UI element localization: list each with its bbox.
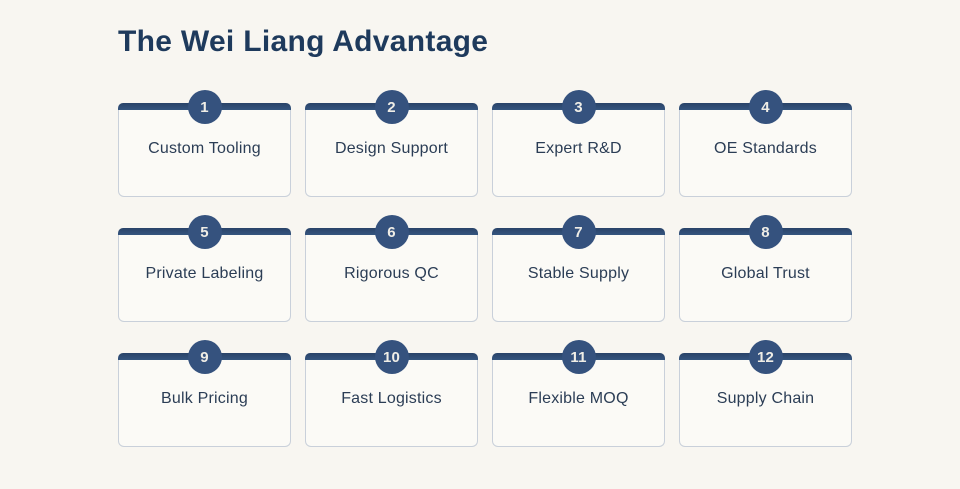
badge-number: 2 bbox=[387, 98, 396, 116]
card-body: Design Support bbox=[305, 110, 478, 197]
card-body: Stable Supply bbox=[492, 235, 665, 322]
badge-number: 6 bbox=[387, 223, 396, 241]
number-badge: 9 bbox=[187, 340, 222, 374]
advantage-card-9: 9 Bulk Pricing bbox=[118, 340, 291, 447]
badge-number: 3 bbox=[574, 98, 583, 116]
badge-number: 12 bbox=[756, 348, 775, 366]
number-badge: 10 bbox=[374, 340, 409, 374]
badge-number: 11 bbox=[570, 348, 587, 366]
advantage-card-12: 12 Supply Chain bbox=[679, 340, 852, 447]
number-badge: 7 bbox=[561, 215, 596, 249]
badge-number: 4 bbox=[761, 98, 770, 116]
card-body: Fast Logistics bbox=[305, 360, 478, 447]
advantage-label: Private Labeling bbox=[145, 265, 264, 282]
advantage-card-3: 3 Expert R&D bbox=[492, 90, 665, 197]
badge-number: 10 bbox=[382, 348, 401, 366]
advantage-card-10: 10 Fast Logistics bbox=[305, 340, 478, 447]
badge-number: 9 bbox=[200, 348, 209, 366]
advantage-label: Rigorous QC bbox=[344, 265, 439, 282]
badge-number: 7 bbox=[574, 223, 583, 241]
number-badge: 11 bbox=[561, 340, 596, 374]
content-container: The Wei Liang Advantage 1 Custom Tooling… bbox=[118, 0, 852, 447]
advantage-grid: 1 Custom Tooling 2 Design Support 3 Expe… bbox=[118, 90, 852, 447]
advantage-card-7: 7 Stable Supply bbox=[492, 215, 665, 322]
badge-number: 8 bbox=[761, 223, 770, 241]
advantage-label: Supply Chain bbox=[716, 390, 815, 407]
advantage-label: Custom Tooling bbox=[148, 140, 261, 157]
advantage-label: Flexible MOQ bbox=[528, 390, 629, 407]
advantage-label: Global Trust bbox=[721, 265, 810, 282]
card-body: Supply Chain bbox=[679, 360, 852, 447]
advantage-label: Bulk Pricing bbox=[161, 390, 248, 407]
number-badge: 6 bbox=[374, 215, 409, 249]
advantage-card-1: 1 Custom Tooling bbox=[118, 90, 291, 197]
advantage-label: Fast Logistics bbox=[341, 390, 442, 407]
badge-number: 5 bbox=[200, 223, 209, 241]
card-body: Bulk Pricing bbox=[118, 360, 291, 447]
number-badge: 1 bbox=[187, 90, 222, 124]
advantage-card-11: 11 Flexible MOQ bbox=[492, 340, 665, 447]
advantage-card-5: 5 Private Labeling bbox=[118, 215, 291, 322]
card-body: OE Standards bbox=[679, 110, 852, 197]
number-badge: 5 bbox=[187, 215, 222, 249]
card-body: Rigorous QC bbox=[305, 235, 478, 322]
advantage-label: Design Support bbox=[334, 140, 449, 157]
number-badge: 2 bbox=[374, 90, 409, 124]
advantage-card-2: 2 Design Support bbox=[305, 90, 478, 197]
card-body: Flexible MOQ bbox=[492, 360, 665, 447]
advantage-label: Expert R&D bbox=[535, 140, 622, 157]
advantage-card-4: 4 OE Standards bbox=[679, 90, 852, 197]
number-badge: 12 bbox=[748, 340, 783, 374]
advantage-card-8: 8 Global Trust bbox=[679, 215, 852, 322]
number-badge: 3 bbox=[561, 90, 596, 124]
card-body: Expert R&D bbox=[492, 110, 665, 197]
advantage-label: Stable Supply bbox=[527, 265, 630, 282]
number-badge: 8 bbox=[748, 215, 783, 249]
card-body: Custom Tooling bbox=[118, 110, 291, 197]
advantage-card-6: 6 Rigorous QC bbox=[305, 215, 478, 322]
page-title: The Wei Liang Advantage bbox=[118, 25, 489, 58]
badge-number: 1 bbox=[200, 98, 209, 116]
number-badge: 4 bbox=[748, 90, 783, 124]
card-body: Global Trust bbox=[679, 235, 852, 322]
card-body: Private Labeling bbox=[118, 235, 291, 322]
advantage-label: OE Standards bbox=[714, 140, 817, 157]
